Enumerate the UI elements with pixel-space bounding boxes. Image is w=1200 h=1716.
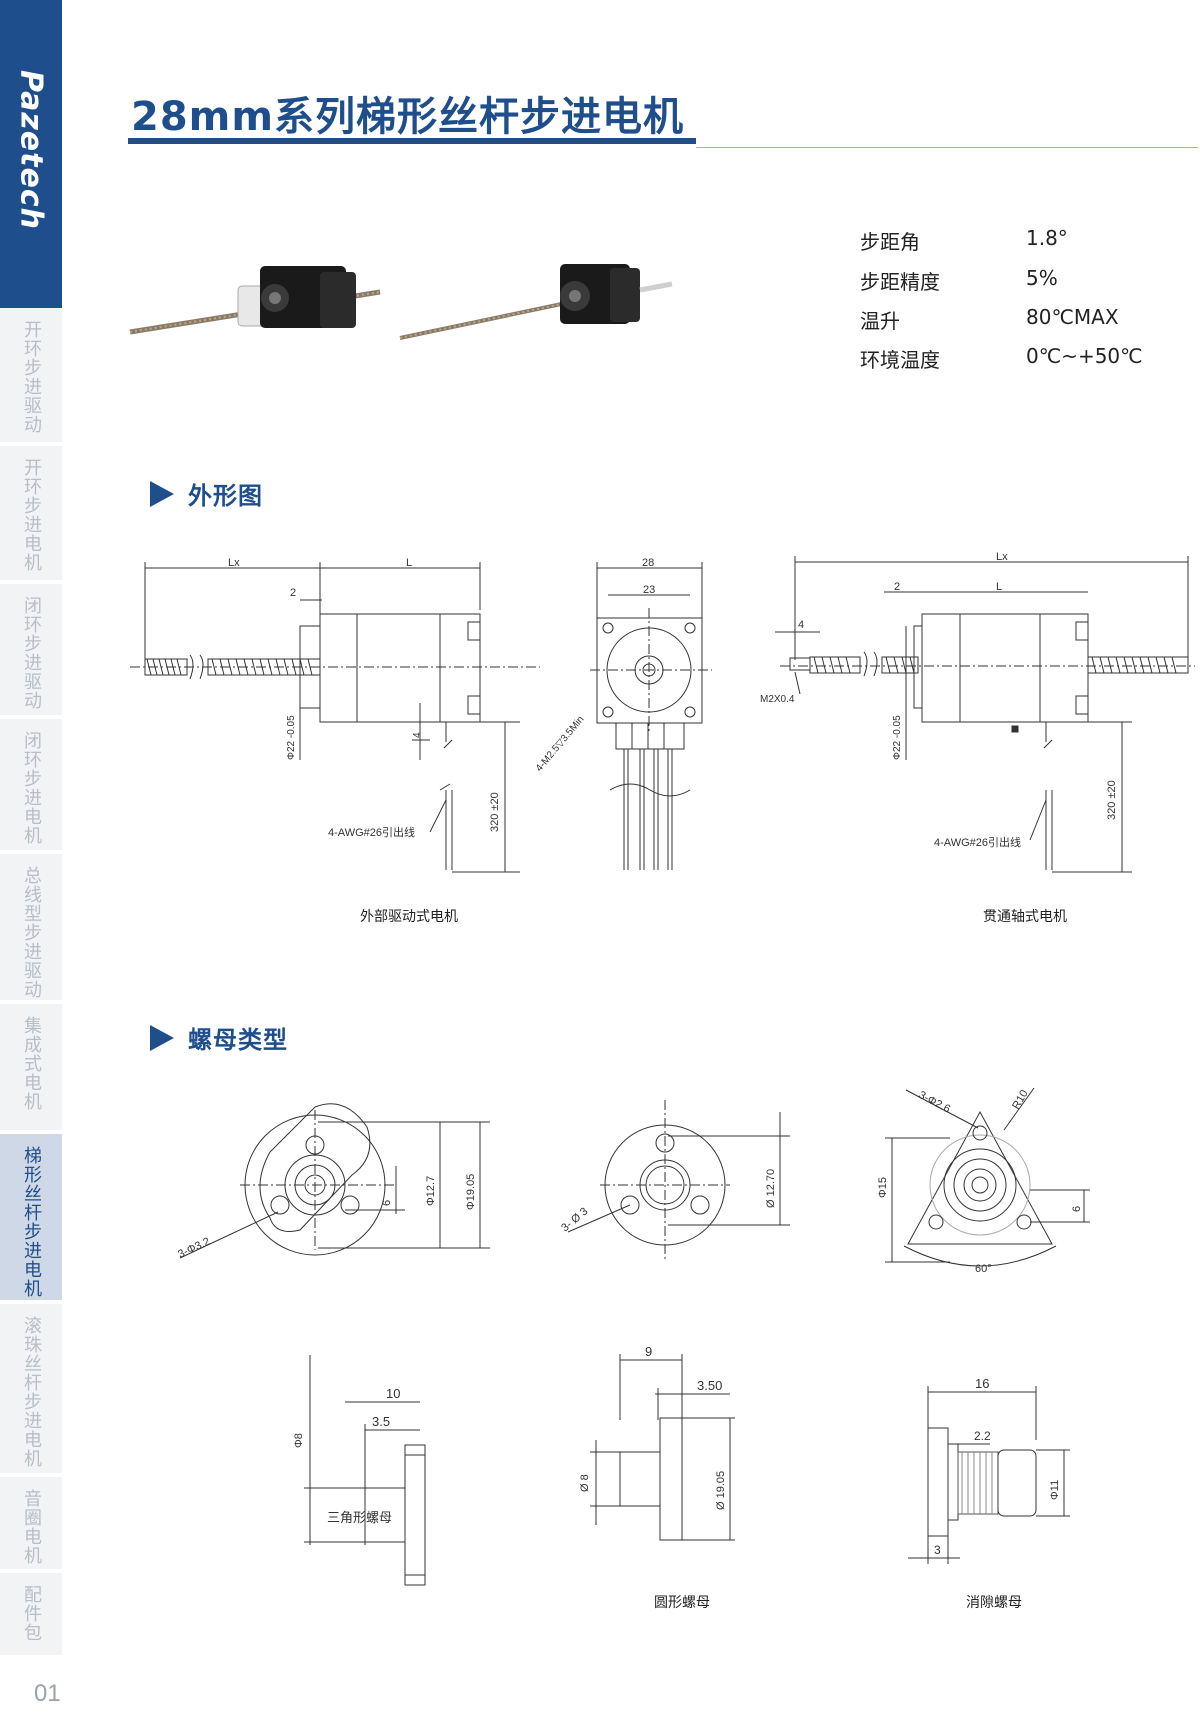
section-title: 螺母类型 bbox=[188, 1026, 288, 1054]
dim-3: 3 bbox=[934, 1543, 941, 1557]
title-underline bbox=[128, 138, 696, 144]
dim-23: 23 bbox=[643, 584, 655, 596]
dim-len: 320 ±20 bbox=[1106, 780, 1118, 820]
dim-10: 10 bbox=[386, 1386, 400, 1401]
sidebar-item-label: 开环步进电机 bbox=[21, 458, 42, 572]
dim-holes: 3- Ø 3 bbox=[559, 1205, 590, 1234]
dim-d1: Ø 12.70 bbox=[765, 1169, 777, 1208]
sidebar-item-label: 闭环步进电机 bbox=[21, 731, 42, 845]
dim-9: 9 bbox=[645, 1344, 652, 1359]
sidebar-item[interactable]: 梯形丝杆步进电机 bbox=[0, 1134, 62, 1302]
dim-16: 16 bbox=[975, 1376, 989, 1391]
dim-h: 6 bbox=[381, 1200, 393, 1206]
drawing-triangle-nut-side: Φ8 10 3.5 三角形螺母 bbox=[293, 1355, 426, 1586]
drawing-backlash-nut-side: 16 2.2 Φ11 3 bbox=[908, 1376, 1070, 1564]
page-number: 01 bbox=[34, 1680, 61, 1707]
thread-label: M2X0.4 bbox=[760, 694, 795, 705]
dim-d15: Φ15 bbox=[877, 1177, 889, 1198]
lead-label: 4-AWG#26引出线 bbox=[328, 825, 415, 839]
motor-image-1 bbox=[129, 266, 381, 335]
sidebar-item-label: 集成式电机 bbox=[21, 1016, 42, 1111]
product-photo bbox=[129, 264, 673, 340]
dim-lx: Lx bbox=[996, 551, 1008, 563]
spec-label: 温升 bbox=[860, 309, 900, 333]
dim-35: 3.5 bbox=[372, 1414, 390, 1429]
drawing-round-nut-side: 9 3.50 Ø 8 Ø 19.05 bbox=[579, 1344, 735, 1541]
caption-triangle: 三角形螺母 bbox=[327, 1510, 392, 1525]
sidebar-item[interactable]: 闭环步进电机 bbox=[0, 719, 62, 852]
sidebar-item[interactable]: 总线型步进驱动 bbox=[0, 854, 62, 1002]
dim-22: 2.2 bbox=[974, 1429, 991, 1443]
spec-value: 5% bbox=[1026, 266, 1058, 290]
section-outline: 外形图 bbox=[150, 476, 263, 511]
lead-label: 4-AWG#26引出线 bbox=[934, 835, 1021, 849]
dim-4: 4 bbox=[798, 619, 804, 631]
dim-holes: 4-M2.5▽3.5Min bbox=[534, 714, 587, 774]
caption-through-motor: 贯通轴式电机 bbox=[983, 909, 1067, 925]
sidebar-item-label: 配件包 bbox=[21, 1585, 42, 1642]
sidebar-item-label: 滚珠丝杆步进电机 bbox=[21, 1316, 42, 1468]
page-title: 28mm系列梯形丝杆步进电机 bbox=[131, 94, 685, 140]
triangle-icon bbox=[150, 480, 174, 507]
dim-ang: 60° bbox=[975, 1263, 992, 1275]
section-nut-types: 螺母类型 bbox=[150, 1020, 288, 1055]
sidebar-item[interactable]: 配件包 bbox=[0, 1573, 62, 1657]
spec-label: 环境温度 bbox=[860, 348, 940, 372]
dim-dia: Φ22 -0.05 bbox=[286, 715, 297, 760]
caption-external-motor: 外部驱动式电机 bbox=[360, 909, 458, 925]
dim-d1: Φ12.7 bbox=[425, 1176, 437, 1206]
dim-r: R10 bbox=[1010, 1088, 1030, 1111]
sidebar-item[interactable]: 滚珠丝杆步进电机 bbox=[0, 1304, 62, 1475]
sidebar-item-label: 闭环步进驱动 bbox=[21, 596, 42, 710]
dim-28: 28 bbox=[642, 557, 654, 569]
sidebar: Pazetech 开环步进驱动开环步进电机闭环步进驱动闭环步进电机总线型步进驱动… bbox=[0, 0, 62, 1716]
sidebar-item[interactable]: 开环步进电机 bbox=[0, 446, 62, 582]
dim-d11: Φ11 bbox=[1049, 1480, 1061, 1500]
sidebar-item[interactable]: 音圈电机 bbox=[0, 1477, 62, 1571]
drawing-external-motor: Lx L 2 Φ22 -0.05 4 320 ±20 4-AWG#26引 bbox=[130, 557, 540, 873]
spec-value: 0℃~+50℃ bbox=[1026, 344, 1143, 368]
caption-backlash-nut: 消隙螺母 bbox=[966, 1595, 1022, 1611]
caption-round-nut: 圆形螺母 bbox=[654, 1595, 710, 1611]
dim-d8: Φ8 bbox=[293, 1433, 305, 1448]
spec-label: 步距角 bbox=[860, 230, 920, 254]
sidebar-item[interactable]: 闭环步进驱动 bbox=[0, 584, 62, 717]
brand-block: Pazetech bbox=[0, 0, 62, 308]
drawing-front-view: 28 23 4-M2.5▽3.5Min bbox=[534, 557, 712, 870]
dim-4: 4 bbox=[412, 732, 423, 738]
sidebar-item-label: 音圈电机 bbox=[21, 1489, 42, 1565]
dim-lx: Lx bbox=[228, 557, 240, 569]
sidebar-item-label: 梯形丝杆步进电机 bbox=[21, 1146, 42, 1298]
sidebar-item-label: 总线型步进驱动 bbox=[21, 866, 42, 999]
dim-h6: 6 bbox=[1071, 1206, 1083, 1212]
dim-2: 2 bbox=[894, 581, 900, 593]
sidebar-item-label: 开环步进驱动 bbox=[21, 320, 42, 434]
drawing-through-motor: Lx 2 L 4 M2X0.4 Φ22 -0.05 320 ±20 4-AWG#… bbox=[760, 551, 1195, 873]
dim-d2: Φ19.05 bbox=[465, 1174, 477, 1210]
spec-value: 80℃MAX bbox=[1026, 305, 1119, 329]
dim-d8: Ø 8 bbox=[579, 1474, 591, 1492]
dim-2: 2 bbox=[290, 587, 296, 599]
dim-holes: 3-Φ2.6 bbox=[917, 1089, 953, 1115]
sidebar-item[interactable]: 集成式电机 bbox=[0, 1004, 62, 1132]
dim-holes: 3-Φ3.2 bbox=[176, 1236, 212, 1261]
dim-dia: Φ22 -0.05 bbox=[892, 715, 903, 760]
drawing-triangle-nut-top: Φ12.7 Φ19.05 6 3-Φ3.2 bbox=[176, 1103, 490, 1261]
drawing-round-nut-top: Ø 12.70 3- Ø 3 bbox=[559, 1100, 790, 1260]
title-rule bbox=[696, 147, 1198, 148]
dim-len: 320 ±20 bbox=[489, 792, 501, 832]
motor-image-2 bbox=[399, 264, 673, 340]
dim-d19: Ø 19.05 bbox=[715, 1471, 727, 1510]
dim-l: L bbox=[406, 557, 412, 569]
dim-l: L bbox=[996, 581, 1002, 593]
section-title: 外形图 bbox=[188, 482, 263, 510]
triangle-icon bbox=[150, 1024, 174, 1051]
drawing-backlash-nut-top: Φ15 6 60° 3-Φ2.6 R10 bbox=[877, 1087, 1090, 1275]
spec-value: 1.8° bbox=[1026, 226, 1068, 250]
sidebar-item[interactable]: 开环步进驱动 bbox=[0, 308, 62, 444]
dim-350: 3.50 bbox=[697, 1378, 722, 1393]
spec-label: 步距精度 bbox=[860, 270, 940, 294]
